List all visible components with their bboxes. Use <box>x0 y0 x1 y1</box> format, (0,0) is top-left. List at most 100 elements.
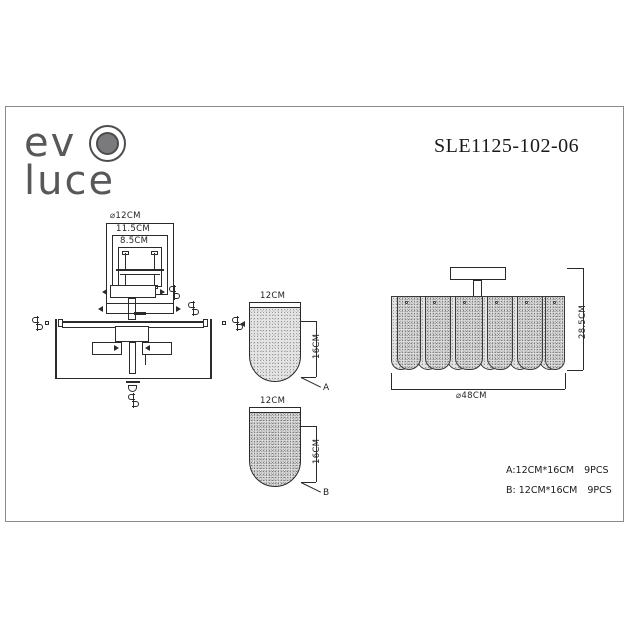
assembly-rod-cap-left <box>58 319 63 327</box>
panel-a-shape <box>249 307 301 382</box>
spec-sheet-frame: ev luce SLE1125-102-06 ⌀12CM 11.5CM 8.5C… <box>5 106 624 522</box>
assembly-pivot-right <box>222 321 226 325</box>
panel-b-width-tick-right <box>300 407 301 412</box>
panel-fixing-dot-1 <box>405 301 408 304</box>
panel-b-height-tick-bottom <box>301 482 316 483</box>
screw-shaft-right-upper <box>154 253 155 269</box>
panel-b-height-dim-line <box>316 426 317 482</box>
panel-a-width-tick-right <box>300 302 301 307</box>
bracket-plate <box>116 269 164 271</box>
legend-a-qty: 9PCS <box>584 465 609 476</box>
canopy-rotation-marker <box>188 301 199 316</box>
assembly-finial-plate <box>126 381 140 383</box>
canopy-width-inner-label: 8.5CM <box>120 236 149 246</box>
panel-a-height-dim-line <box>316 321 317 377</box>
panel-a-height-tick-top <box>301 321 316 322</box>
screw-shaft-right-lower <box>154 274 155 288</box>
assembly-drop-stem <box>128 298 136 320</box>
main-diameter-label: ⌀48CM <box>456 391 487 401</box>
brand-logo: ev luce <box>24 123 154 213</box>
panel-fixing-dot-3 <box>463 301 466 304</box>
assembly-pivot-left <box>45 321 49 325</box>
panel-a-arrow <box>240 321 245 327</box>
panel-b-height-tick-top <box>301 426 316 427</box>
assembly-center-hub <box>115 326 149 342</box>
panel-b-leader-line <box>300 482 321 493</box>
glass-panel-front-3 <box>455 296 483 370</box>
glass-panel-front-1 <box>397 296 421 370</box>
screw-head-right-upper <box>151 251 158 255</box>
assembly-canopy-block <box>110 285 156 298</box>
legend-b-qty: 9PCS <box>587 485 612 496</box>
canopy-width-mid-label: 11.5CM <box>116 224 150 234</box>
assembly-rotation-marker-left <box>32 316 43 331</box>
shade-assembly <box>391 296 565 370</box>
assembly-bottom-rotation-marker <box>128 393 139 408</box>
panel-a-width-dim-line <box>249 302 301 303</box>
glass-panel-front-6 <box>545 296 565 370</box>
assembly-canopy-rotation-marker <box>169 285 180 300</box>
assembly-canopy-arrow-right <box>160 289 165 295</box>
canopy-base-slab <box>106 303 174 314</box>
screw-head-left-upper <box>122 251 129 255</box>
panel-b-width-tick-left <box>249 407 250 412</box>
brand-logo-line-2: luce <box>24 158 116 204</box>
bracket-plate-lower <box>120 274 160 275</box>
canopy-top-edge <box>106 223 174 224</box>
brand-logo-line-1: ev <box>24 120 77 166</box>
panel-fixing-dot-4 <box>495 301 498 304</box>
main-diameter-dim-line <box>391 389 565 390</box>
canopy-arrow-left <box>98 306 103 312</box>
assembly-canopy-arrow-left <box>102 289 107 295</box>
main-diameter-tick-right <box>565 373 566 389</box>
assembly-drawing <box>14 285 249 410</box>
panel-b-height-label: 16CM <box>312 438 322 464</box>
glass-panel-front-4 <box>487 296 513 370</box>
panel-a-height-label: 16CM <box>312 333 322 359</box>
panel-b-shape <box>249 412 301 487</box>
panel-fixing-dot-5 <box>525 301 528 304</box>
panel-fixing-dot-6 <box>553 301 556 304</box>
ceiling-stem <box>473 280 482 297</box>
assembly-lamp-arrow-right <box>145 345 150 351</box>
product-code: SLE1125-102-06 <box>434 135 580 157</box>
assembly-frame-left <box>55 319 57 379</box>
canopy-arrow-right <box>176 306 181 312</box>
panel-b-callout: B <box>323 488 330 498</box>
panel-b-width-dim-line <box>249 407 301 408</box>
assembly-finial-knob <box>128 385 137 392</box>
bullseye-logo-mark-icon <box>89 125 126 162</box>
panel-fixing-dot-2 <box>433 301 436 304</box>
assembly-lamp-arrow-left <box>114 345 119 351</box>
assembly-lower-rod <box>129 342 136 374</box>
panel-a-callout: A <box>323 383 330 393</box>
canopy-diameter-label: ⌀12CM <box>110 211 141 221</box>
assembly-rotation-marker-right <box>232 316 243 331</box>
panel-a-height-tick-bottom <box>301 377 316 378</box>
canopy-base-nub <box>134 312 146 315</box>
assembly-rod-top <box>62 321 204 323</box>
legend-a-label: A:12CM*16CM <box>506 465 575 476</box>
panel-figure-a: 12CM 16CM A <box>240 291 340 393</box>
panel-a-leader-line <box>300 377 321 388</box>
panel-a-width-tick-left <box>249 302 250 307</box>
glass-panel-front-5 <box>517 296 543 370</box>
main-product-view: 28.5CM ⌀48CM <box>378 263 608 503</box>
main-height-dim-line <box>583 268 584 370</box>
main-height-tick-bottom <box>567 370 583 371</box>
panel-b-width-label: 12CM <box>260 396 286 406</box>
assembly-frame-right <box>210 319 212 379</box>
panel-a-width-label: 12CM <box>260 291 286 301</box>
ceiling-canopy-plate <box>450 267 506 280</box>
legend-row-a: A:12CM*16CM 9PCS <box>506 465 612 476</box>
screw-shaft-left-upper <box>125 253 126 269</box>
assembly-rod-cap-right <box>203 319 208 327</box>
glass-panel-front-2 <box>425 296 451 370</box>
main-height-label: 28.5CM <box>578 305 588 339</box>
assembly-frame-bottom <box>55 378 212 379</box>
assembly-tick <box>145 355 146 365</box>
main-height-tick-top <box>567 268 583 269</box>
screw-shaft-left-lower <box>125 274 126 288</box>
